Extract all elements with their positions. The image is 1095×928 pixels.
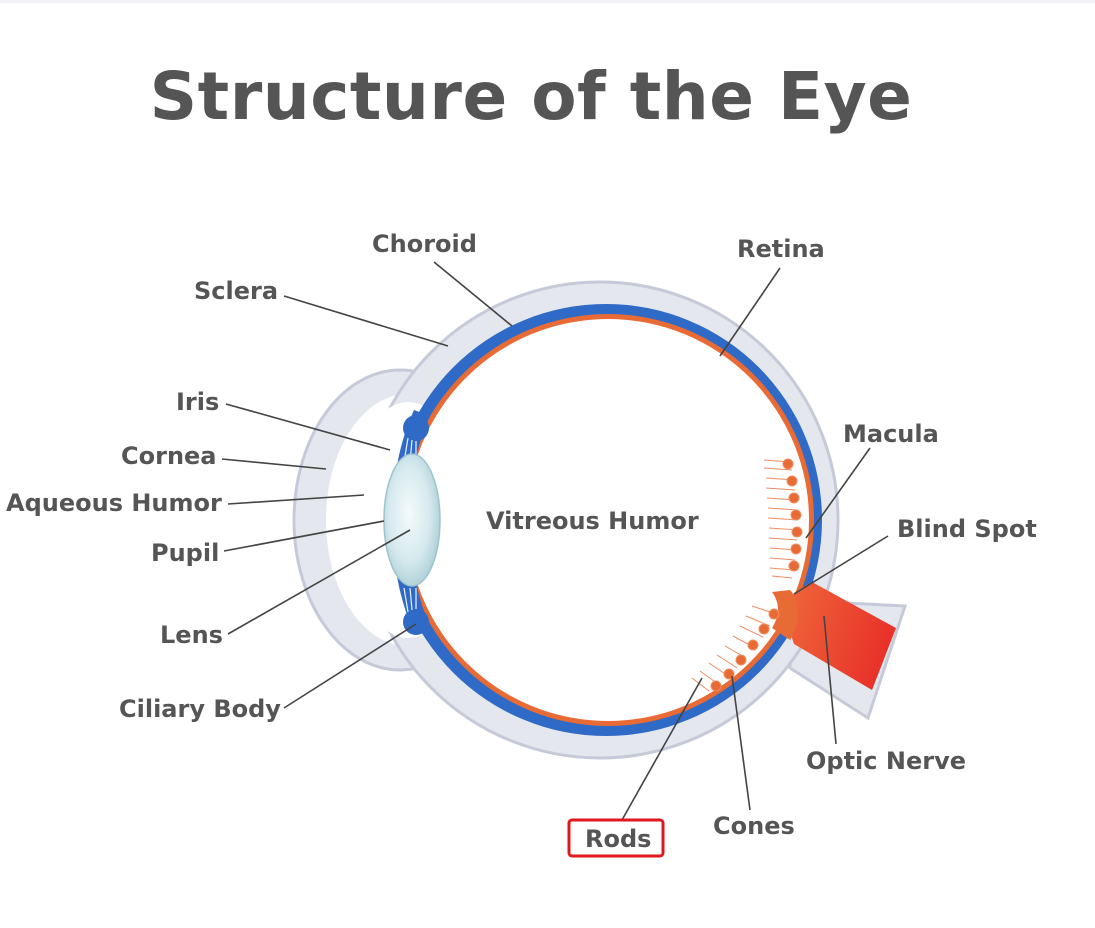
label-cornea: Cornea [121,442,217,470]
leader-rods [621,677,703,821]
leader-macula [805,447,871,539]
leader-optic-nerve [823,615,837,745]
label-optic-nerve: Optic Nerve [806,747,966,775]
label-retina: Retina [737,235,825,263]
label-rods: Rods [585,825,651,853]
rods-highlight-box [567,818,665,858]
lens-shape [383,453,441,587]
leader-cornea [221,458,327,470]
vitreous-body [407,319,809,721]
rods-highlight: Rods [567,818,665,858]
leader-pupil [223,520,385,552]
label-blind-spot: Blind Spot [897,515,1037,543]
optic-nerve-shape [780,582,896,690]
optic-disc [772,590,798,640]
leader-cones [731,675,751,811]
label-iris: Iris [176,388,219,416]
leader-aqueous-humor [227,494,365,505]
leader-sclera [283,295,449,347]
lower-photoreceptors [691,605,780,692]
label-pupil: Pupil [151,539,219,567]
top-border [0,0,1095,3]
leader-ciliary-body [283,623,417,709]
page-title: Structure of the Eye [149,58,913,135]
leader-lines [221,261,889,821]
label-cones: Cones [713,812,795,840]
label-aqueous-humor: Aqueous Humor [6,489,222,517]
leader-retina [719,267,781,357]
macula-photoreceptors [763,458,803,579]
label-lens: Lens [160,621,223,649]
leader-blind-spot [793,535,889,595]
label-macula: Macula [843,420,939,448]
leader-choroid [433,261,513,327]
label-choroid: Choroid [372,230,477,258]
leader-lens [227,529,411,635]
leader-iris [225,403,391,451]
label-sclera: Sclera [194,277,278,305]
label-vitreous-humor: Vitreous Humor [486,507,699,535]
label-ciliary-body: Ciliary Body [119,695,281,723]
